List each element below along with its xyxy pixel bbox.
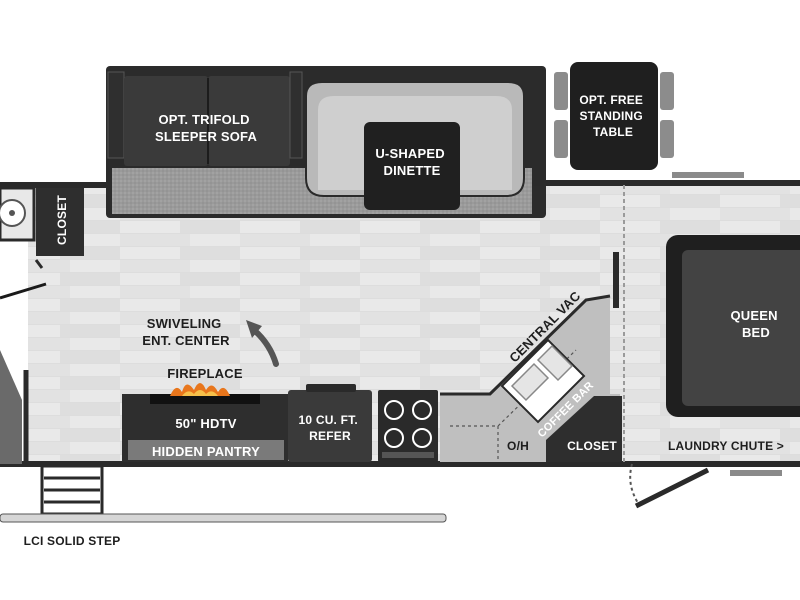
closet-left-label: CLOSET bbox=[55, 195, 69, 245]
fireplace-flame-icon bbox=[170, 383, 230, 396]
swivel-label: SWIVELING ENT. CENTER bbox=[142, 316, 230, 348]
oh-label: O/H bbox=[507, 439, 529, 453]
solid-step-label: LCI SOLID STEP bbox=[24, 534, 121, 548]
queen-bed-label: QUEEN BED bbox=[730, 308, 781, 340]
refer-label: 10 CU. FT. REFER bbox=[299, 413, 362, 443]
bath-sink bbox=[0, 186, 36, 242]
double-sink bbox=[500, 338, 586, 424]
slide-out bbox=[106, 66, 546, 218]
laundry-chute-label: LAUNDRY CHUTE > bbox=[668, 439, 784, 453]
sofa-label: OPT. TRIFOLD SLEEPER SOFA bbox=[155, 112, 258, 144]
closet-right bbox=[546, 396, 622, 462]
outer-walls bbox=[0, 180, 800, 467]
dinette-table bbox=[364, 122, 460, 210]
swivel-arrow-icon bbox=[246, 320, 279, 367]
closet-left bbox=[36, 188, 84, 256]
rear-door bbox=[629, 463, 641, 507]
u-shaped-dinette bbox=[305, 81, 525, 210]
table-label: OPT. FREE STANDING TABLE bbox=[579, 93, 646, 139]
stove-cooktop bbox=[378, 390, 438, 462]
refrigerator bbox=[288, 390, 372, 462]
queen-bed bbox=[666, 235, 800, 417]
hdtv-label: 50" HDTV bbox=[175, 416, 236, 431]
fireplace-label: FIREPLACE bbox=[167, 366, 243, 381]
free-standing-table bbox=[554, 62, 674, 170]
sleeper-sofa bbox=[107, 71, 303, 166]
dinette-label: U-SHAPED DINETTE bbox=[375, 146, 448, 178]
closet-right-label: CLOSET bbox=[567, 439, 617, 453]
entry-steps bbox=[0, 464, 447, 523]
pantry-label: HIDDEN PANTRY bbox=[152, 444, 260, 459]
entertainment-center bbox=[122, 394, 288, 462]
